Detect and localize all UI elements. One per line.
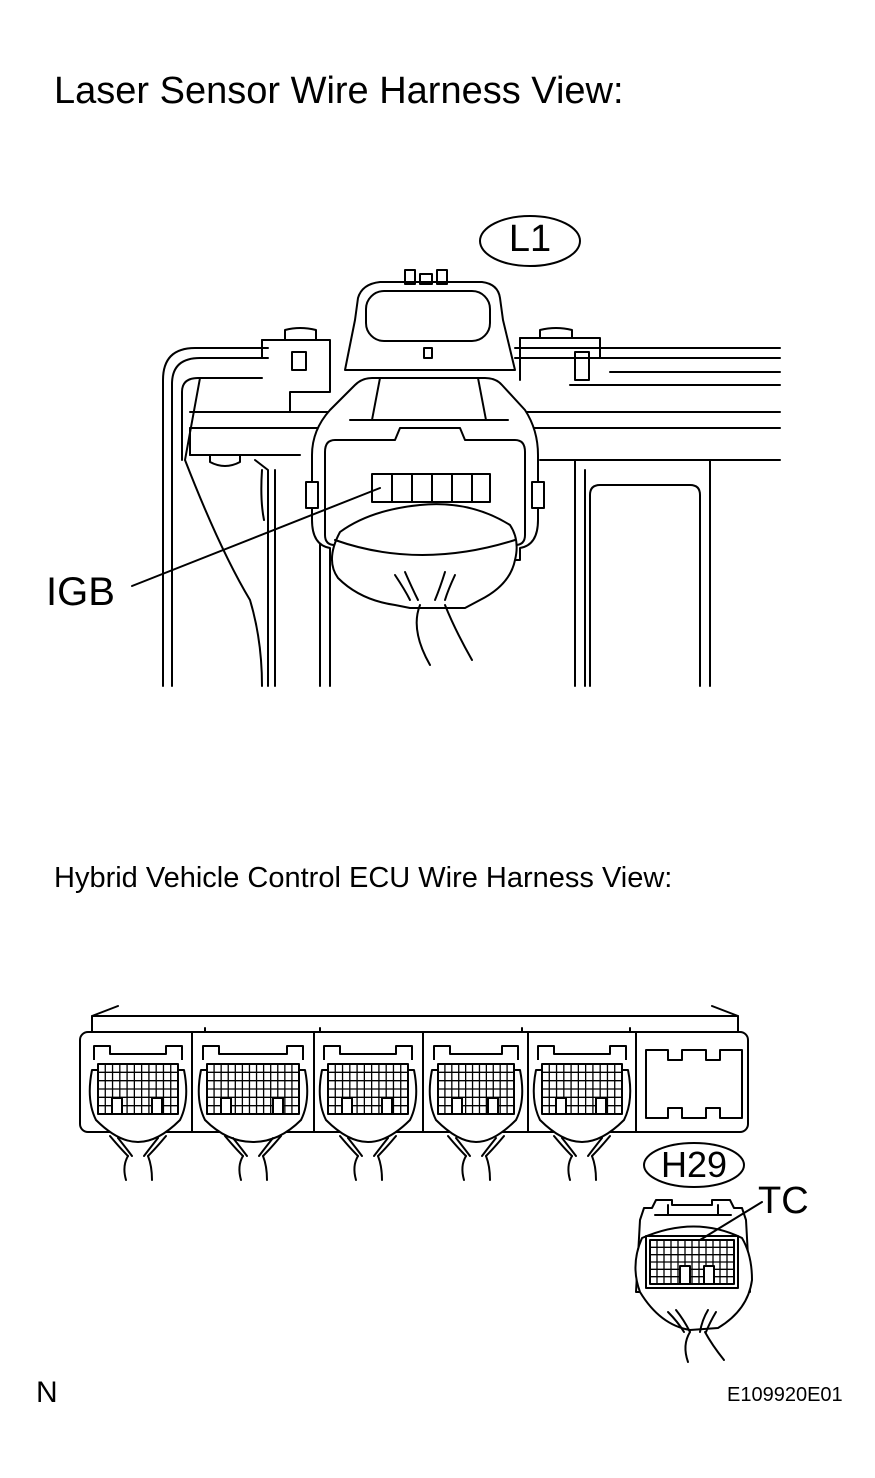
ecu-connectors [88,1045,632,1181]
corner-letter: N [36,1376,58,1409]
ecu-title: Hybrid Vehicle Control ECU Wire Harness … [54,862,673,894]
laser-sensor-title: Laser Sensor Wire Harness View: [54,70,624,112]
ecu-connector [318,1045,418,1181]
igb-leader-line [131,487,381,587]
l1-label-oval [479,215,581,267]
connector-h29 [634,1199,753,1363]
connector-l1 [305,269,545,666]
laser-sensor-housing [162,327,781,687]
ecu-connector [428,1045,524,1181]
ecu-connector [197,1045,309,1181]
tc-terminal-label: TC [758,1180,809,1222]
ecu-connector [88,1045,188,1181]
h29-label-oval [643,1142,745,1188]
h29-connector-label: H29 [660,1144,728,1185]
ecu-connector [532,1045,632,1181]
l1-connector-label: L1 [508,218,552,260]
igb-terminal-label: IGB [46,570,115,614]
tc-leader-line [699,1201,763,1241]
figure-code: E109920E01 [727,1384,843,1406]
